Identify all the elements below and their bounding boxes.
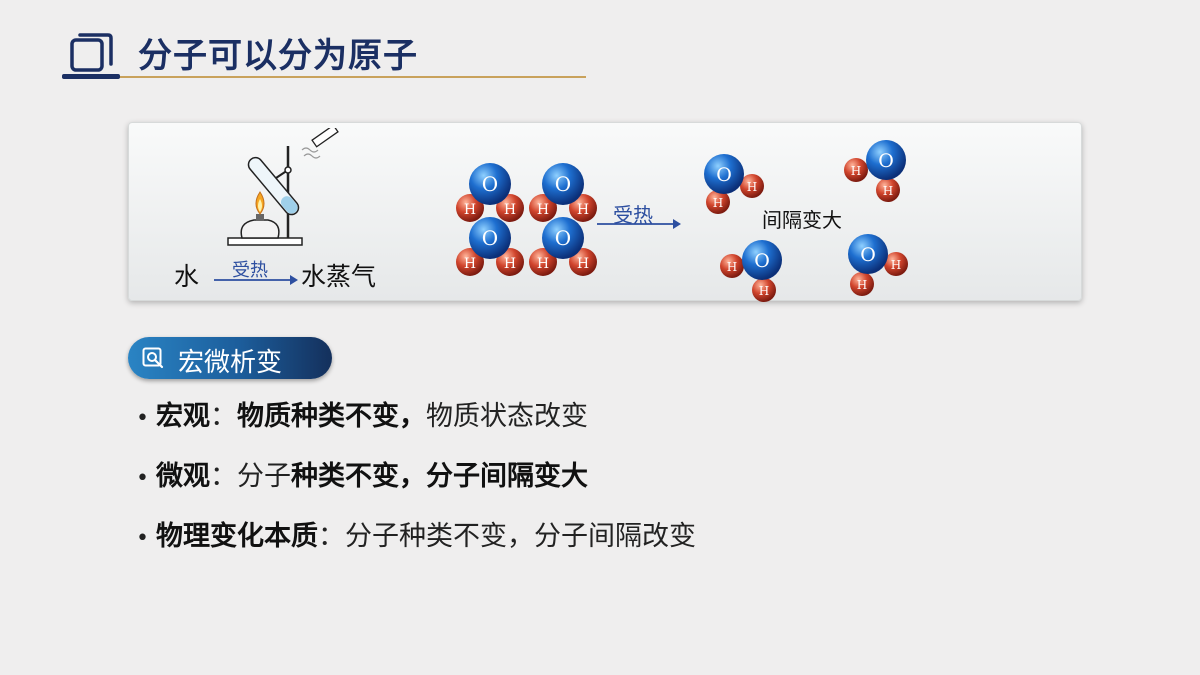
arrow-middle xyxy=(597,219,681,229)
water-molecule: O H H xyxy=(529,217,597,276)
page-title: 分子可以分为原子 xyxy=(138,36,418,76)
label-heat-left: 受热 xyxy=(232,260,268,281)
water-molecule: O H H xyxy=(848,234,908,296)
bullet-dot: • xyxy=(136,406,149,431)
bullet-item: • 宏观：物质种类不变，物质状态改变 xyxy=(136,394,696,454)
water-molecule: O H H xyxy=(844,140,906,202)
bullet-text: 分子 xyxy=(237,461,291,492)
hydrogen-label: H xyxy=(464,256,476,272)
hydrogen-label: H xyxy=(759,284,769,298)
hydrogen-label: H xyxy=(537,256,549,272)
hydrogen-label: H xyxy=(504,256,516,272)
hydrogen-label: H xyxy=(857,278,867,292)
title-underline xyxy=(62,76,586,78)
water-molecule: O H H xyxy=(704,154,764,214)
bullet-separator: ： xyxy=(210,461,237,492)
bullet-text-bold: 物质种类不变， xyxy=(237,401,426,432)
hydrogen-label: H xyxy=(727,260,737,274)
water-molecule: O H H xyxy=(456,163,524,222)
oxygen-label: O xyxy=(716,164,732,186)
oxygen-label: O xyxy=(482,226,498,250)
bullet-separator: ： xyxy=(318,521,345,552)
hydrogen-label: H xyxy=(891,258,901,272)
hydrogen-label: H xyxy=(464,202,476,218)
hydrogen-label: H xyxy=(851,164,861,178)
oxygen-label: O xyxy=(555,226,571,250)
heating-apparatus-icon xyxy=(227,128,339,246)
bullet-dot: • xyxy=(136,526,149,551)
bullet-item: • 微观：分子种类不变，分子间隔变大 xyxy=(136,454,696,514)
arrow-left xyxy=(214,275,298,285)
bullet-list: •宏观：物质种类不变，物质状态改变 •微观：分子种类不变，分子间隔变大 •物理变… xyxy=(136,394,696,574)
stacked-pages-icon xyxy=(70,33,113,72)
bullet-label: 物理变化本质 xyxy=(156,521,318,552)
oxygen-label: O xyxy=(878,150,894,172)
analysis-icon xyxy=(142,347,164,369)
bullet-separator: ： xyxy=(210,401,237,432)
label-heat-middle: 受热 xyxy=(613,203,653,227)
label-water: 水 xyxy=(174,262,200,291)
label-water-vapor: 水蒸气 xyxy=(301,262,377,291)
hydrogen-label: H xyxy=(504,202,516,218)
water-molecule: O H H xyxy=(720,240,782,302)
bullet-text: 物质状态改变 xyxy=(426,401,588,432)
oxygen-label: O xyxy=(555,172,571,196)
oxygen-label: O xyxy=(482,172,498,196)
hydrogen-label: H xyxy=(883,184,893,198)
section-tag-label: 宏微析变 xyxy=(178,348,283,378)
bullet-label: 宏观 xyxy=(156,401,210,432)
bullet-dot: • xyxy=(136,466,149,491)
hydrogen-label: H xyxy=(537,202,549,218)
hydrogen-label: H xyxy=(713,196,723,210)
hydrogen-label: H xyxy=(747,180,757,194)
title-underline-accent xyxy=(62,74,120,79)
bullet-label: 微观 xyxy=(156,461,210,492)
bullet-text: 分子种类不变，分子间隔改变 xyxy=(345,521,696,552)
hydrogen-label: H xyxy=(577,202,589,218)
bullet-text-bold: 种类不变，分子间隔变大 xyxy=(291,461,588,492)
oxygen-label: O xyxy=(860,244,876,266)
section-tag: 宏微析变 xyxy=(128,337,332,379)
hydrogen-label: H xyxy=(577,256,589,272)
oxygen-label: O xyxy=(754,250,770,272)
label-spacing-increase: 间隔变大 xyxy=(762,208,842,232)
bullet-item: • 物理变化本质：分子种类不变，分子间隔改变 xyxy=(136,514,696,574)
water-molecule: O H H xyxy=(456,217,524,276)
water-molecule: O H H xyxy=(529,163,597,222)
